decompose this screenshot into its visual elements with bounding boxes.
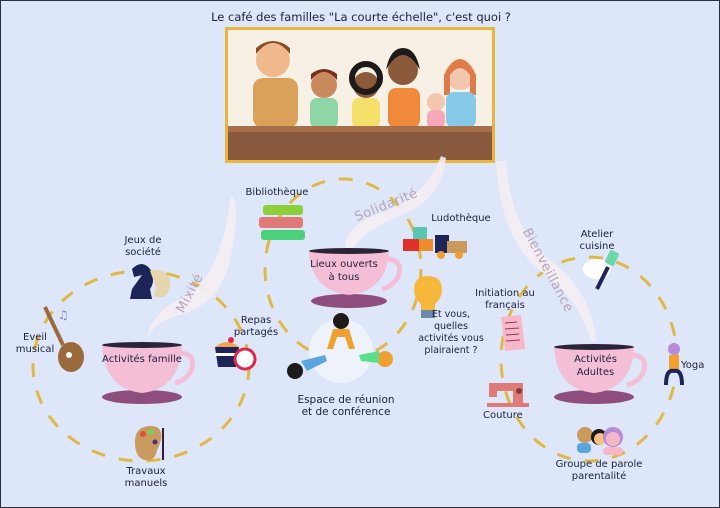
label-travaux-manuels: Travaux manuels <box>124 466 168 489</box>
page-title: Le café des familles "La courte échelle"… <box>211 10 511 24</box>
label-yoga: Yoga <box>681 360 705 371</box>
lightbulb-icon <box>414 276 442 318</box>
label-repas-partages: Repas partagés <box>233 315 279 338</box>
books-icon <box>259 205 305 240</box>
cup-lieux-ouverts: Lieux ouverts à tous <box>310 259 378 283</box>
meal-icon <box>215 337 257 371</box>
label-atelier-cuisine: Atelier cuisine <box>579 229 615 252</box>
cup-activites-adultes: Activités Adultes <box>574 354 617 378</box>
yoga-icon <box>664 343 684 386</box>
cup-icon <box>554 344 648 404</box>
open-spaces-circle <box>263 177 423 361</box>
chess-knight-icon <box>130 264 171 299</box>
svg-text:♫: ♫ <box>58 308 69 322</box>
label-espace-reunion: Espace de réunion et de conférence <box>297 394 395 418</box>
toys-icon <box>403 227 467 259</box>
steam-bienveillance <box>496 161 596 341</box>
label-question: Et vous, quelles activités vous plairaie… <box>418 309 484 356</box>
cup-icon <box>102 342 196 404</box>
cooking-icon <box>583 250 619 290</box>
cup-icon <box>309 248 403 308</box>
label-ludotheque: Ludothèque <box>431 213 491 224</box>
label-groupe-parole: Groupe de parole parentalité <box>555 459 643 482</box>
meeting-people-icon <box>287 313 393 383</box>
document-icon <box>501 315 525 351</box>
label-bibliotheque: Bibliothèque <box>245 187 309 198</box>
label-couture: Couture <box>483 410 523 421</box>
cup-activites-famille: Activités famille <box>102 354 182 365</box>
steam-solidarite <box>345 156 446 251</box>
family-illustration <box>225 27 495 163</box>
label-eveil-musical: Eveil musical <box>15 332 55 355</box>
guitar-icon: ♫ <box>43 306 84 372</box>
sewing-machine-icon <box>487 383 529 407</box>
label-initiation-francais: Initiation au français <box>475 288 535 311</box>
steam-mixite <box>146 196 236 341</box>
palette-icon <box>135 426 164 461</box>
label-jeux-de-societe: Jeux de société <box>124 235 162 258</box>
group-people-icon <box>577 427 623 455</box>
